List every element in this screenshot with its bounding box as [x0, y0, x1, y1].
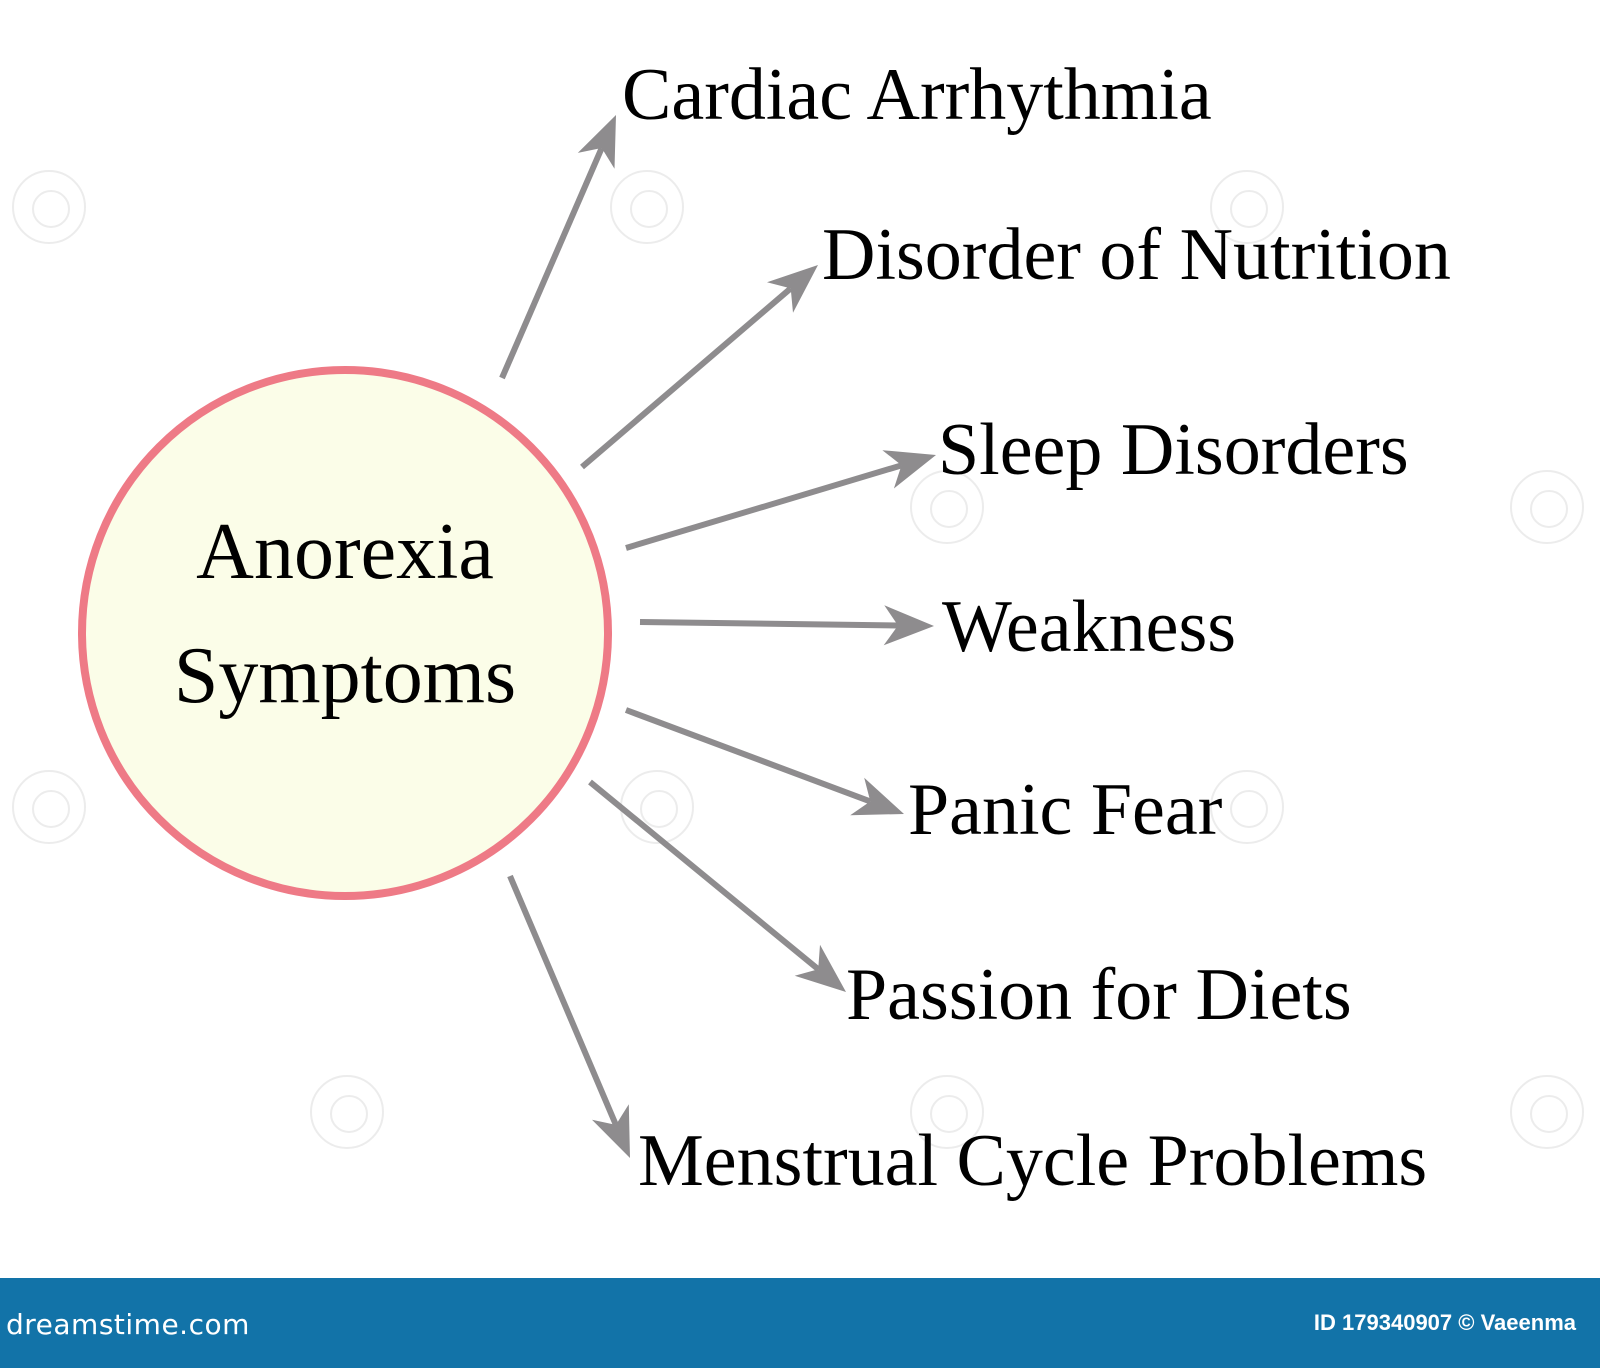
watermark-spiral-icon	[910, 1075, 984, 1149]
symptom-panic-fear: Panic Fear	[908, 769, 1223, 851]
arrow-group	[499, 115, 936, 1158]
watermark-spiral-icon	[310, 1075, 384, 1149]
arrow-cardiac-arrhythmia	[499, 115, 616, 380]
watermark-spiral-icon	[1210, 770, 1284, 844]
arrow-passion-for-diets	[588, 779, 846, 992]
watermark-spiral-icon	[12, 770, 86, 844]
footer-image-id: ID 179340907 © Vaeenma	[1313, 1310, 1576, 1335]
center-title-line2: Symptoms	[173, 632, 517, 720]
arrow-shaft	[507, 874, 619, 1127]
center-title: Anorexia Symptoms	[80, 490, 610, 738]
arrow-shaft	[588, 779, 821, 972]
arrow-shaft	[625, 462, 903, 551]
center-circle	[78, 366, 612, 900]
arrow-head-icon	[592, 1104, 630, 1158]
watermark-spiral-icon	[1510, 1075, 1584, 1149]
watermark-spiral-icon	[610, 170, 684, 244]
arrow-sleep-disorders	[625, 450, 936, 551]
arrow-shaft	[580, 286, 793, 470]
arrow-shaft	[624, 707, 872, 805]
symptom-menstrual-cycle-problems: Menstrual Cycle Problems	[638, 1120, 1428, 1202]
center-title-line1: Anorexia	[196, 508, 494, 596]
arrow-head-icon	[577, 115, 616, 169]
arrow-panic-fear	[624, 707, 904, 816]
footer-brand-logo: dreamstime.com	[6, 1308, 250, 1341]
symptom-passion-for-diets: Passion for Diets	[846, 954, 1352, 1036]
arrow-shaft	[499, 146, 605, 380]
arrow-menstrual-cycle-problems	[507, 874, 630, 1158]
symptom-cardiac-arrhythmia: Cardiac Arrhythmia	[622, 54, 1212, 136]
symptom-disorder-of-nutrition: Disorder of Nutrition	[822, 214, 1451, 296]
watermark-spiral-icon	[1510, 470, 1584, 544]
arrow-shaft	[639, 619, 899, 629]
watermark-spiral-icon	[910, 470, 984, 544]
watermark-spiral-icon	[12, 170, 86, 244]
symptom-sleep-disorders: Sleep Disorders	[938, 409, 1409, 491]
arrow-head-icon	[767, 265, 818, 313]
arrow-head-icon	[850, 777, 904, 816]
arrow-head-icon	[882, 450, 936, 489]
diagram-graphics	[78, 115, 936, 1158]
watermark-spiral-icon	[1210, 170, 1284, 244]
arrow-head-icon	[794, 944, 846, 992]
footer-bar: dreamstime.com ID 179340907 © Vaeenma	[0, 1278, 1600, 1368]
arrow-disorder-of-nutrition	[580, 265, 818, 470]
arrow-weakness	[639, 605, 934, 646]
symptom-weakness: Weakness	[942, 586, 1237, 668]
arrow-head-icon	[883, 605, 934, 646]
